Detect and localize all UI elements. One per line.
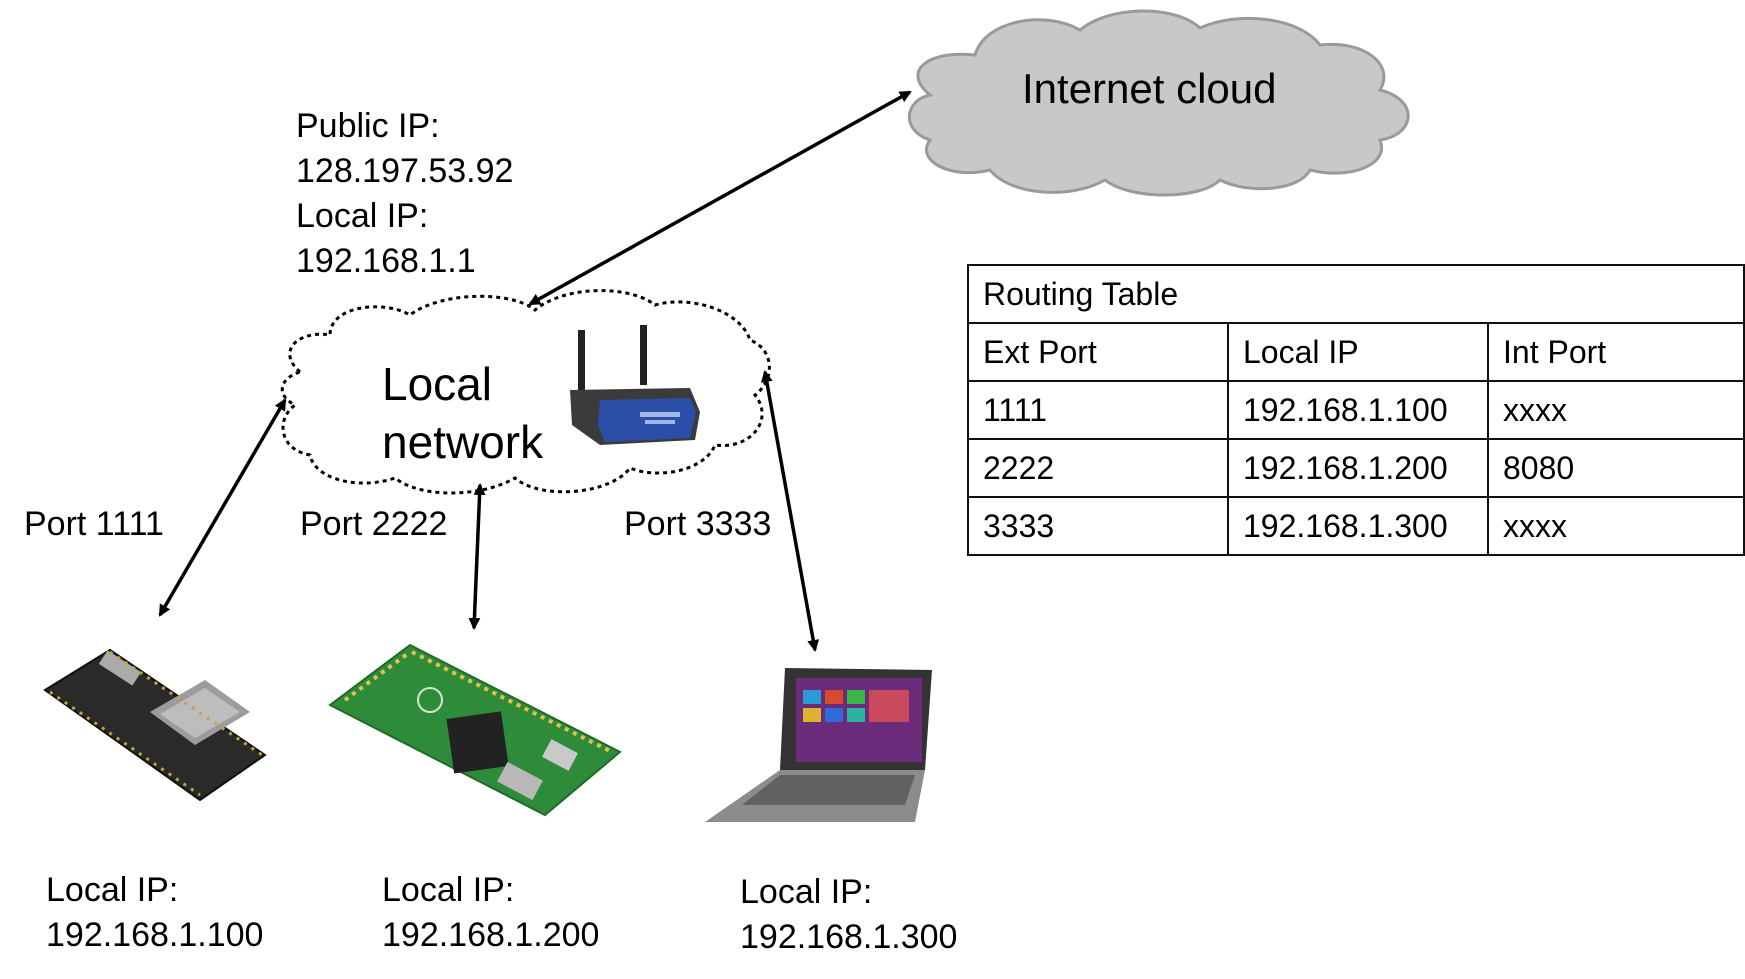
ext-port-cell: 1111 <box>967 380 1229 440</box>
header-local-ip: Local IP <box>1227 322 1489 382</box>
port-1111-label: Port 1111 <box>24 505 164 543</box>
local-ip-cell: 192.168.1.200 <box>1227 438 1489 498</box>
port-2222-arrow <box>468 483 486 630</box>
int-port-cell: xxxx <box>1487 496 1745 556</box>
port-3333-label: Port 3333 <box>624 505 772 543</box>
uplink-arrow <box>528 90 912 306</box>
header-int-port: Int Port <box>1487 322 1745 382</box>
device-2-ip-value: 192.168.1.200 <box>382 916 600 954</box>
public-ip-label: Public IP: <box>296 107 440 145</box>
internet-cloud <box>907 9 1410 197</box>
table-row: 2222 192.168.1.200 8080 <box>967 438 1745 498</box>
internet-cloud-label: Internet cloud <box>1022 65 1277 112</box>
int-port-cell: 8080 <box>1487 438 1745 498</box>
device-3-ip-value: 192.168.1.300 <box>740 918 958 956</box>
router-local-ip-value: 192.168.1.1 <box>296 242 476 280</box>
device-1-ip-label: Local IP: <box>46 871 179 909</box>
router-local-ip-label: Local IP: <box>296 197 429 235</box>
local-network-line1: Local <box>382 358 492 410</box>
table-row: 3333 192.168.1.300 xxxx <box>967 496 1745 556</box>
table-row: 1111 192.168.1.100 xxxx <box>967 380 1745 440</box>
routing-table-header-row: Ext Port Local IP Int Port <box>967 322 1745 382</box>
device-2-ip-label: Local IP: <box>382 871 515 909</box>
public-ip-value: 128.197.53.92 <box>296 152 514 190</box>
device-1-ip-value: 192.168.1.100 <box>46 916 264 954</box>
connection-arrows <box>158 90 912 652</box>
ext-port-cell: 3333 <box>967 496 1229 556</box>
port-3333-arrow <box>760 370 820 652</box>
device-3-ip-label: Local IP: <box>740 873 873 911</box>
esp32-board-icon <box>43 648 267 802</box>
local-network-line2: network <box>382 416 544 468</box>
port-2222-label: Port 2222 <box>300 505 448 543</box>
raspberry-pi-zero-icon <box>328 643 622 817</box>
device-2-ip: Local IP: 192.168.1.200 <box>382 868 599 958</box>
ext-port-cell: 2222 <box>967 438 1229 498</box>
routing-table: Routing Table Ext Port Local IP Int Port… <box>967 264 1745 556</box>
device-1-ip: Local IP: 192.168.1.100 <box>46 868 263 958</box>
laptop-icon <box>705 668 932 822</box>
header-ext-port: Ext Port <box>967 322 1229 382</box>
local-ip-cell: 192.168.1.300 <box>1227 496 1489 556</box>
local-ip-cell: 192.168.1.100 <box>1227 380 1489 440</box>
local-network-label: Local network <box>382 355 543 471</box>
routing-table-title-row: Routing Table <box>967 264 1745 324</box>
int-port-cell: xxxx <box>1487 380 1745 440</box>
port-1111-arrow <box>158 398 287 617</box>
routing-table-title: Routing Table <box>967 264 1745 324</box>
router-label: Public IP: 128.197.53.92 Local IP: 192.1… <box>296 104 513 284</box>
device-3-ip: Local IP: 192.168.1.300 <box>740 870 957 960</box>
wifi-router-icon <box>570 325 700 445</box>
